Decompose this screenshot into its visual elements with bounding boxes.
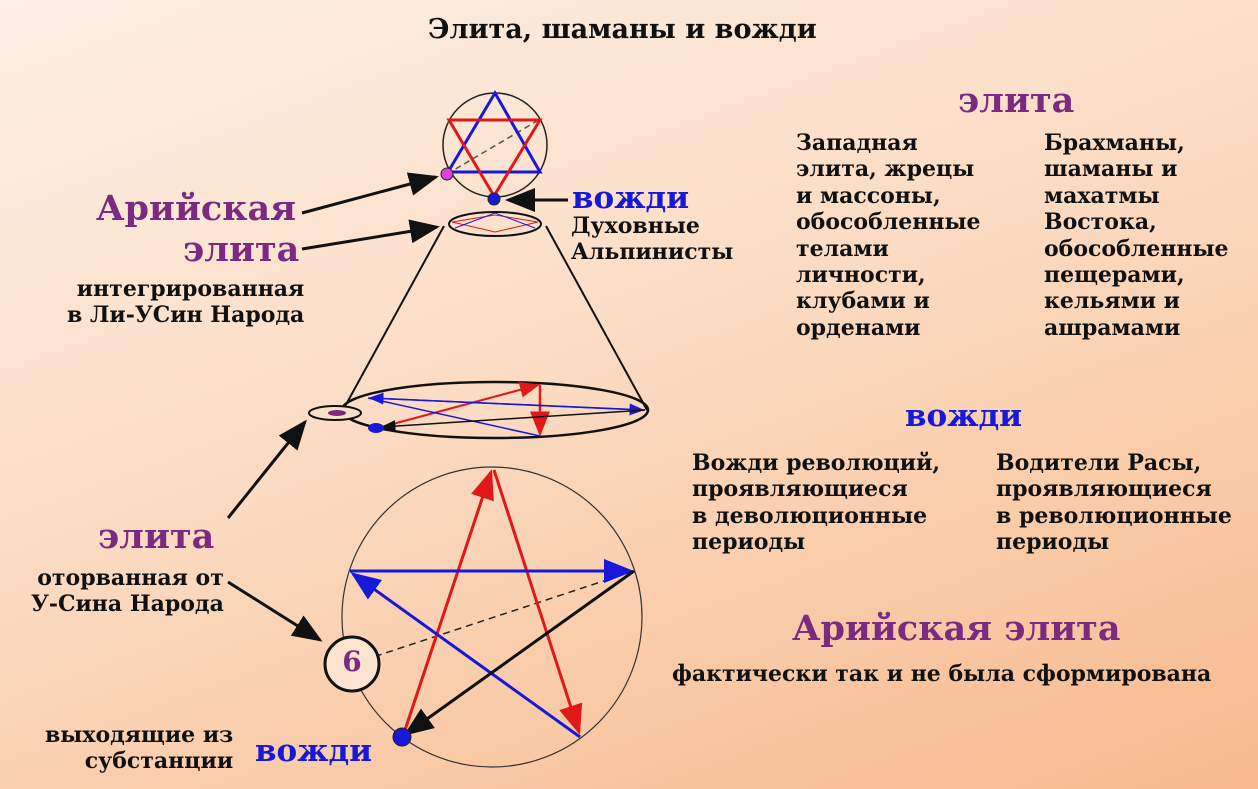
leaders-heading: вожди xyxy=(905,398,1023,434)
elite-label: элита xyxy=(98,516,215,557)
hexagram-circle xyxy=(440,90,548,206)
elite-heading: элита xyxy=(958,80,1075,121)
leaders-bottom-label: вожди xyxy=(255,733,373,769)
aryan-elite-label-2: элита xyxy=(183,229,300,270)
eastern-elite-text: Брахманы, шаманы и махатмы Востока, обос… xyxy=(1044,130,1229,341)
detached-label: оторванная от У-Сина Народа xyxy=(31,565,224,618)
race-leaders-text: Водители Расы, проявляющиеся в революцио… xyxy=(996,450,1232,556)
page-title: Элита, шаманы и вожди xyxy=(428,14,817,45)
integrated-label: интегрированная в Ли-УСин Народа xyxy=(67,276,305,329)
circle-number: 6 xyxy=(342,645,362,678)
emerging-label: выходящие из субстанции xyxy=(45,722,234,775)
aryan-elite-heading: Арийская элита xyxy=(792,608,1121,649)
leaders-top-label: вожди xyxy=(572,180,690,216)
aryan-elite-note: фактически так и не была сформирована xyxy=(672,661,1212,687)
cone xyxy=(308,211,650,440)
western-elite-text: Западная элита, жрецы и массоны, обособл… xyxy=(796,130,981,341)
pointer-arrows xyxy=(226,172,568,642)
revolution-leaders-text: Вожди революций, проявляющиеся в деволюц… xyxy=(692,450,941,556)
aryan-elite-label: Арийская xyxy=(96,188,297,229)
spiritual-climbers-label: Духовные Альпинисты xyxy=(571,213,734,266)
pentagram-circle xyxy=(323,466,643,768)
